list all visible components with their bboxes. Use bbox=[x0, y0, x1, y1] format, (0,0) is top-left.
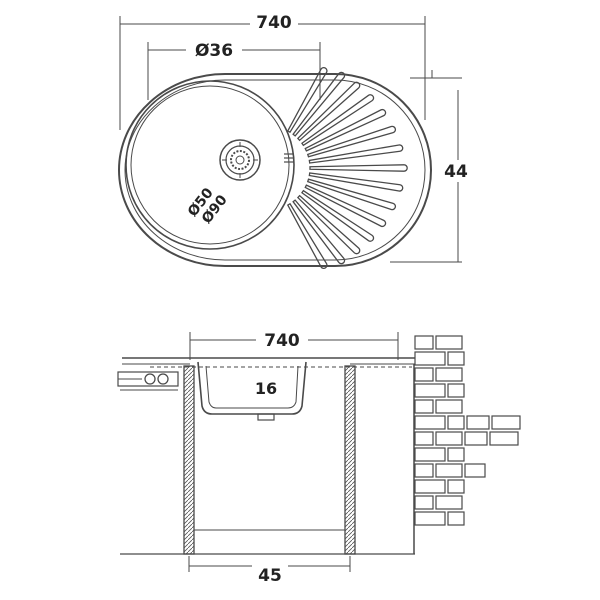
depth-dimension: 44 bbox=[390, 70, 472, 263]
drainer-rib bbox=[296, 194, 361, 255]
brick bbox=[491, 415, 521, 430]
brick bbox=[435, 399, 463, 414]
cabinet-width-label: 45 bbox=[258, 566, 282, 586]
brick bbox=[435, 367, 463, 382]
sink-bowl-inner-profile bbox=[205, 365, 299, 409]
drainer-rib bbox=[306, 178, 397, 211]
drain-outlet bbox=[257, 413, 275, 421]
drainer-rib bbox=[304, 184, 387, 228]
drainer-rib bbox=[301, 189, 375, 242]
bowl-diameter-dimension: Ø36 bbox=[147, 38, 321, 100]
brick bbox=[414, 383, 446, 398]
brick bbox=[464, 463, 486, 478]
side-width-label: 740 bbox=[264, 331, 300, 351]
cabinet-right-wall bbox=[344, 365, 356, 555]
brick bbox=[414, 495, 434, 510]
bowl-outer-edge bbox=[125, 80, 295, 250]
brick-wall bbox=[414, 335, 521, 526]
drainer-rib bbox=[301, 94, 375, 147]
drainer-ribs bbox=[286, 67, 408, 269]
brick bbox=[414, 367, 434, 382]
cabinet-width-dimension: 45 bbox=[188, 556, 351, 586]
top-width-dimension: 740 bbox=[119, 12, 426, 130]
brick bbox=[489, 431, 519, 446]
tap-control bbox=[117, 371, 179, 391]
brick bbox=[414, 447, 446, 462]
top-width-label: 740 bbox=[256, 13, 292, 33]
side-width-dimension: 740 bbox=[189, 330, 399, 360]
brick bbox=[414, 351, 446, 366]
sink-inner-rim bbox=[124, 79, 426, 261]
drain-icon bbox=[219, 139, 261, 181]
side-view: 740 16 bbox=[117, 330, 521, 586]
bowl-inner-edge bbox=[130, 85, 290, 245]
brick bbox=[447, 511, 465, 526]
bowl-diameter-label: Ø36 bbox=[195, 41, 233, 61]
drainer-rib bbox=[306, 125, 397, 158]
brick bbox=[466, 415, 490, 430]
bowl-depth-label: 16 bbox=[255, 379, 277, 398]
cabinet-left-wall bbox=[183, 365, 195, 555]
brick bbox=[447, 447, 465, 462]
drainer-rib bbox=[308, 172, 404, 192]
drainer-rib bbox=[286, 67, 328, 134]
brick bbox=[435, 431, 463, 446]
drainer-rib bbox=[309, 164, 408, 172]
depth-label: 44 bbox=[444, 162, 468, 182]
brick bbox=[414, 463, 434, 478]
top-view: 740 Ø36 44 bbox=[118, 12, 472, 269]
drainer-rib bbox=[308, 144, 404, 164]
overflow-mark bbox=[284, 153, 294, 163]
brick bbox=[447, 351, 465, 366]
brick bbox=[435, 495, 463, 510]
brick bbox=[414, 431, 434, 446]
brick bbox=[447, 415, 465, 430]
brick bbox=[414, 415, 446, 430]
sink-outer-rim bbox=[118, 73, 432, 267]
drainer-rib bbox=[304, 108, 387, 152]
brick bbox=[464, 431, 488, 446]
drainer-rib bbox=[292, 199, 346, 265]
brick bbox=[435, 335, 463, 350]
countertop bbox=[122, 357, 415, 368]
brick bbox=[414, 511, 446, 526]
brick bbox=[435, 463, 463, 478]
sink-bowl-profile bbox=[197, 361, 307, 415]
brick bbox=[414, 335, 434, 350]
drainer-rib bbox=[286, 202, 328, 269]
brick bbox=[447, 383, 465, 398]
brick bbox=[414, 399, 434, 414]
brick bbox=[447, 479, 465, 494]
drainer-rib bbox=[296, 81, 361, 142]
drainer-rib bbox=[292, 71, 346, 137]
brick bbox=[414, 479, 446, 494]
